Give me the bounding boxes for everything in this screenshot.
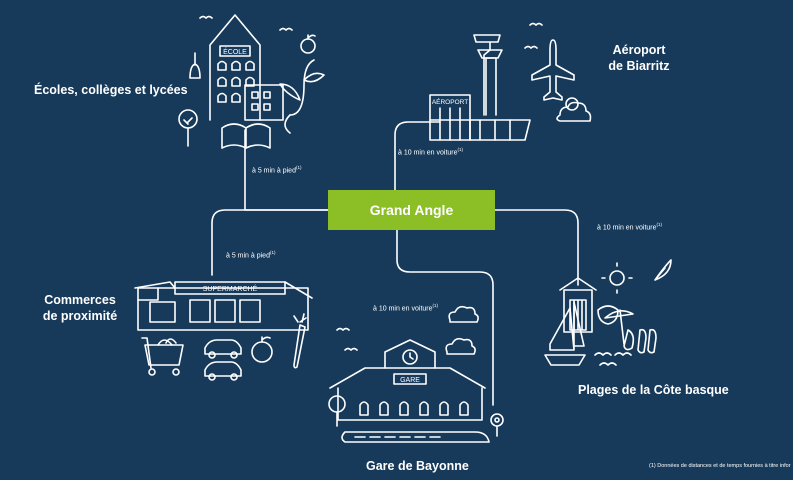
line-to-station — [396, 229, 494, 406]
station-time: à 10 min en voiture(1) — [373, 303, 439, 313]
hub-label: Grand Angle — [328, 190, 495, 230]
line-to-beaches — [494, 209, 579, 286]
connector-lines — [211, 121, 579, 406]
shops-label: Commerces de proximité — [42, 293, 118, 323]
station-illustration: GARE — [328, 305, 504, 443]
airport-illustration: AÉROPORT — [429, 22, 592, 141]
beaches-label: Plages de la Côte basque — [578, 383, 729, 397]
shops-illustration: SUPERMARCHÉ — [134, 281, 313, 381]
beaches-illustration — [544, 259, 672, 366]
line-to-airport — [394, 121, 441, 191]
schools-label: Écoles, collèges et lycées — [34, 83, 188, 97]
supermarket-sign: SUPERMARCHÉ — [203, 284, 258, 293]
school-illustration: ÉCOLE — [178, 14, 325, 149]
station-sign: GARE — [400, 377, 420, 384]
line-to-shops — [211, 209, 329, 276]
footnote: (1) Données de distances et de temps fou… — [649, 463, 791, 469]
shops-time: à 5 min à pied(1) — [226, 250, 276, 260]
station-label: Gare de Bayonne — [366, 459, 469, 473]
schools-time: à 5 min à pied(1) — [252, 165, 302, 175]
airport-sign: AÉROPORT — [432, 97, 468, 106]
school-sign: ÉCOLE — [223, 47, 247, 56]
airport-time: à 10 min en voiture(1) — [398, 147, 464, 157]
beaches-time: à 10 min en voiture(1) — [597, 222, 663, 232]
airport-label: Aéroport de Biarritz — [608, 43, 670, 73]
